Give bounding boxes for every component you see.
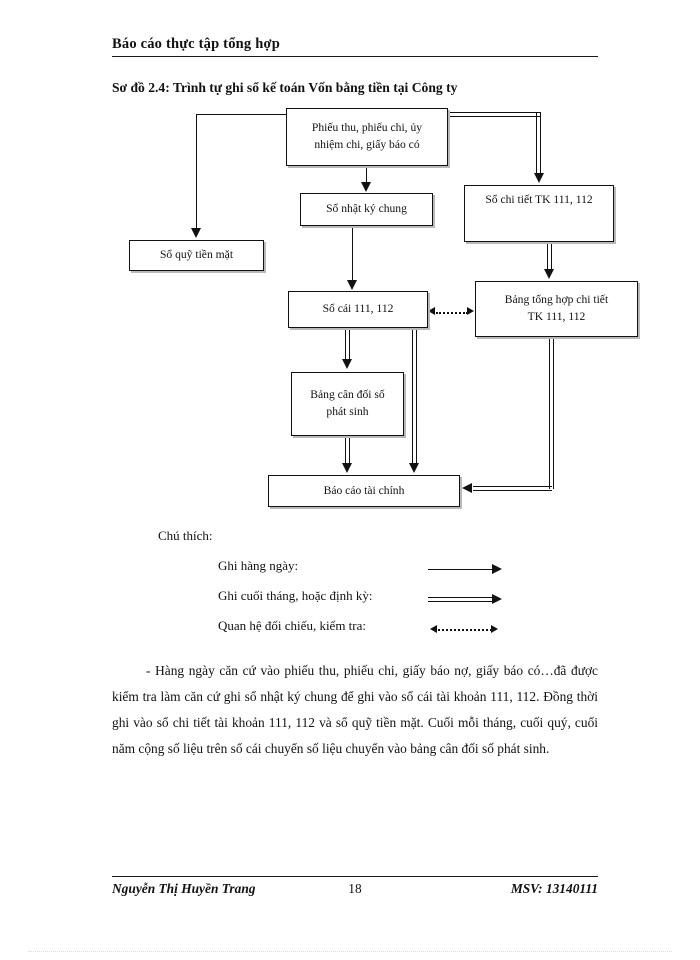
connector-detail-ledger-to-summary-h <box>547 242 552 270</box>
flow-node-summary-table: Bảng tổng hợp chi tiết TK 111, 112 <box>475 281 638 337</box>
flow-node-detail-ledger: Sổ chi tiết TK 111, 112 <box>464 185 614 242</box>
arrowhead-report-from-summary <box>462 483 472 493</box>
flow-node-source-label: Phiếu thu, phiếu chi, ủy nhiệm chi, giấy… <box>311 121 423 151</box>
scan-edge-artifact <box>28 951 672 952</box>
connector-trial-balance-to-report <box>345 436 350 464</box>
connector-source-to-cashbook-v <box>196 114 198 229</box>
flow-node-journal-label: Sổ nhật ký chung <box>326 202 407 216</box>
legend-item-periodic-label: Ghi cuối tháng, hoặc định kỳ: <box>218 588 373 603</box>
page-header: Báo cáo thực tập tổng hợp <box>112 36 598 57</box>
header-divider <box>112 56 598 57</box>
connector-journal-to-general-ledger <box>352 226 354 281</box>
flow-node-cashbook: Sổ quỹ tiền mặt <box>129 240 264 271</box>
footer-divider <box>112 876 598 877</box>
legend-symbol-single-arrow <box>428 563 506 577</box>
paragraph-text: - Hàng ngày căn cứ vào phiếu thu, phiếu … <box>112 663 598 757</box>
legend-item-periodic: Ghi cuối tháng, hoặc định kỳ: <box>218 588 373 604</box>
legend-symbol-double-arrow <box>428 593 506 607</box>
legend-item-daily: Ghi hàng ngày: <box>218 558 298 574</box>
arrowhead-summary-table <box>544 269 554 279</box>
footer-row: Nguyễn Thị Huyền Trang 18 MSV: 13140111 <box>112 881 598 905</box>
connector-summary-to-report-v <box>549 337 554 489</box>
running-title: Báo cáo thực tập tổng hợp <box>112 36 280 52</box>
flow-node-general-ledger-label: Sổ cái 111, 112 <box>322 302 394 316</box>
arrowhead-general-ledger <box>347 280 357 290</box>
flow-node-trial-balance: Bảng cân đối số phát sinh <box>291 372 404 436</box>
flow-node-general-ledger: Sổ cái 111, 112 <box>288 291 428 328</box>
connector-source-to-detail-ledger-v <box>536 112 541 174</box>
flow-node-summary-table-label: Bảng tổng hợp chi tiết TK 111, 112 <box>504 293 609 323</box>
arrowhead-detail-ledger <box>533 173 544 183</box>
figure-caption: Sơ đồ 2.4: Trình tự ghi sổ kế toán Vốn b… <box>112 80 458 95</box>
flow-node-journal: Sổ nhật ký chung <box>300 193 433 226</box>
flow-node-cashbook-label: Sổ quỹ tiền mặt <box>159 248 234 262</box>
flowchart-diagram: Phiếu thu, phiếu chi, ủy nhiệm chi, giấy… <box>0 100 700 520</box>
arrowhead-dotted-right <box>467 307 474 315</box>
connector-source-to-detail-ledger-h <box>446 112 541 117</box>
arrowhead-trial-balance <box>342 359 352 369</box>
legend: Chú thích: Ghi hàng ngày: Ghi cuối tháng… <box>0 520 700 650</box>
footer-author: Nguyễn Thị Huyền Trang <box>112 881 256 896</box>
footer-page-number: 18 <box>348 881 362 896</box>
arrowhead-dotted-left <box>428 307 435 315</box>
legend-title: Chú thích: <box>158 528 213 543</box>
connector-ledger-to-report <box>412 328 417 464</box>
flow-node-financial-report: Báo cáo tài chính <box>268 475 460 507</box>
arrowhead-report-from-ledger <box>409 463 419 473</box>
connector-source-to-cashbook-h <box>196 114 288 116</box>
legend-item-reconciliation-label: Quan hệ đối chiếu, kiểm tra: <box>218 618 367 633</box>
flow-node-financial-report-label: Báo cáo tài chính <box>323 483 405 497</box>
connector-ledger-to-trial-balance <box>345 328 350 360</box>
page-footer: Nguyễn Thị Huyền Trang 18 MSV: 13140111 <box>112 876 598 905</box>
connector-ledger-summary-dotted <box>436 312 468 314</box>
footer-student-id: MSV: 13140111 <box>510 881 598 896</box>
flow-node-source: Phiếu thu, phiếu chi, ủy nhiệm chi, giấy… <box>286 108 448 166</box>
arrowhead-cashbook <box>191 228 201 238</box>
flow-node-detail-ledger-label: Sổ chi tiết TK 111, 112 <box>485 193 593 206</box>
arrowhead-report-from-trial-balance <box>342 463 352 473</box>
connector-source-to-journal <box>366 166 368 183</box>
connector-summary-to-report-h <box>473 486 552 491</box>
body-paragraph: - Hàng ngày căn cứ vào phiếu thu, phiếu … <box>112 658 598 763</box>
legend-symbol-dotted-double-headed-arrow <box>428 623 506 637</box>
legend-item-reconciliation: Quan hệ đối chiếu, kiểm tra: <box>218 618 366 634</box>
flow-node-trial-balance-label: Bảng cân đối số phát sinh <box>310 388 385 418</box>
arrowhead-journal <box>361 182 371 192</box>
legend-item-daily-label: Ghi hàng ngày: <box>218 558 299 573</box>
